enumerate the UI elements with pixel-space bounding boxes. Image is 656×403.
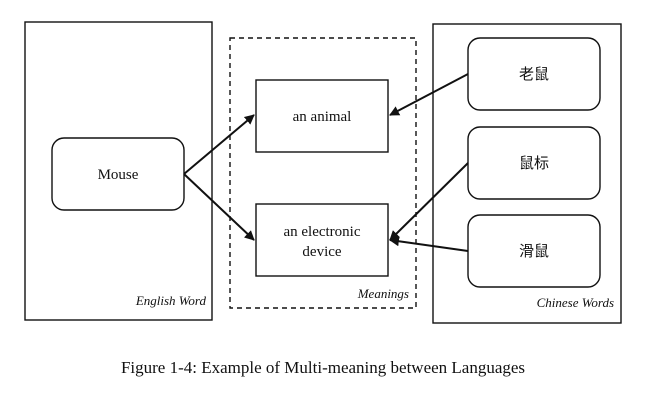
- arrow-huashu-to-device: [389, 236, 469, 252]
- shubiao-label: 鼠标: [519, 154, 549, 172]
- animal-meaning-label: an animal: [293, 109, 352, 125]
- figure-caption: Figure 1-4: Example of Multi-meaning bet…: [121, 358, 525, 377]
- meanings-panel: [229, 37, 417, 309]
- chinese-words-panel: [432, 23, 622, 324]
- electronic-device-label-line1: an electronic: [283, 224, 360, 240]
- english-word-panel-label: English Word: [135, 293, 207, 308]
- chinese-words-panel-label: Chinese Words: [537, 295, 614, 310]
- electronic-device-meaning-node: [255, 203, 389, 277]
- arrow-shubiao-to-device: [389, 162, 469, 241]
- mouse-label: Mouse: [98, 167, 139, 183]
- arrow-mouse-to-device: [183, 173, 255, 241]
- electronic-device-label-line2: device: [302, 244, 341, 260]
- english-word-panel: [24, 21, 213, 321]
- animal-meaning-node: [255, 79, 389, 153]
- arrow-mouse-to-animal: [183, 114, 255, 175]
- arrow-laoshu-to-animal: [389, 73, 469, 116]
- laoshu-label: 老鼠: [519, 65, 549, 83]
- meanings-panel-label: Meanings: [357, 286, 409, 301]
- huashu-label: 滑鼠: [519, 242, 549, 260]
